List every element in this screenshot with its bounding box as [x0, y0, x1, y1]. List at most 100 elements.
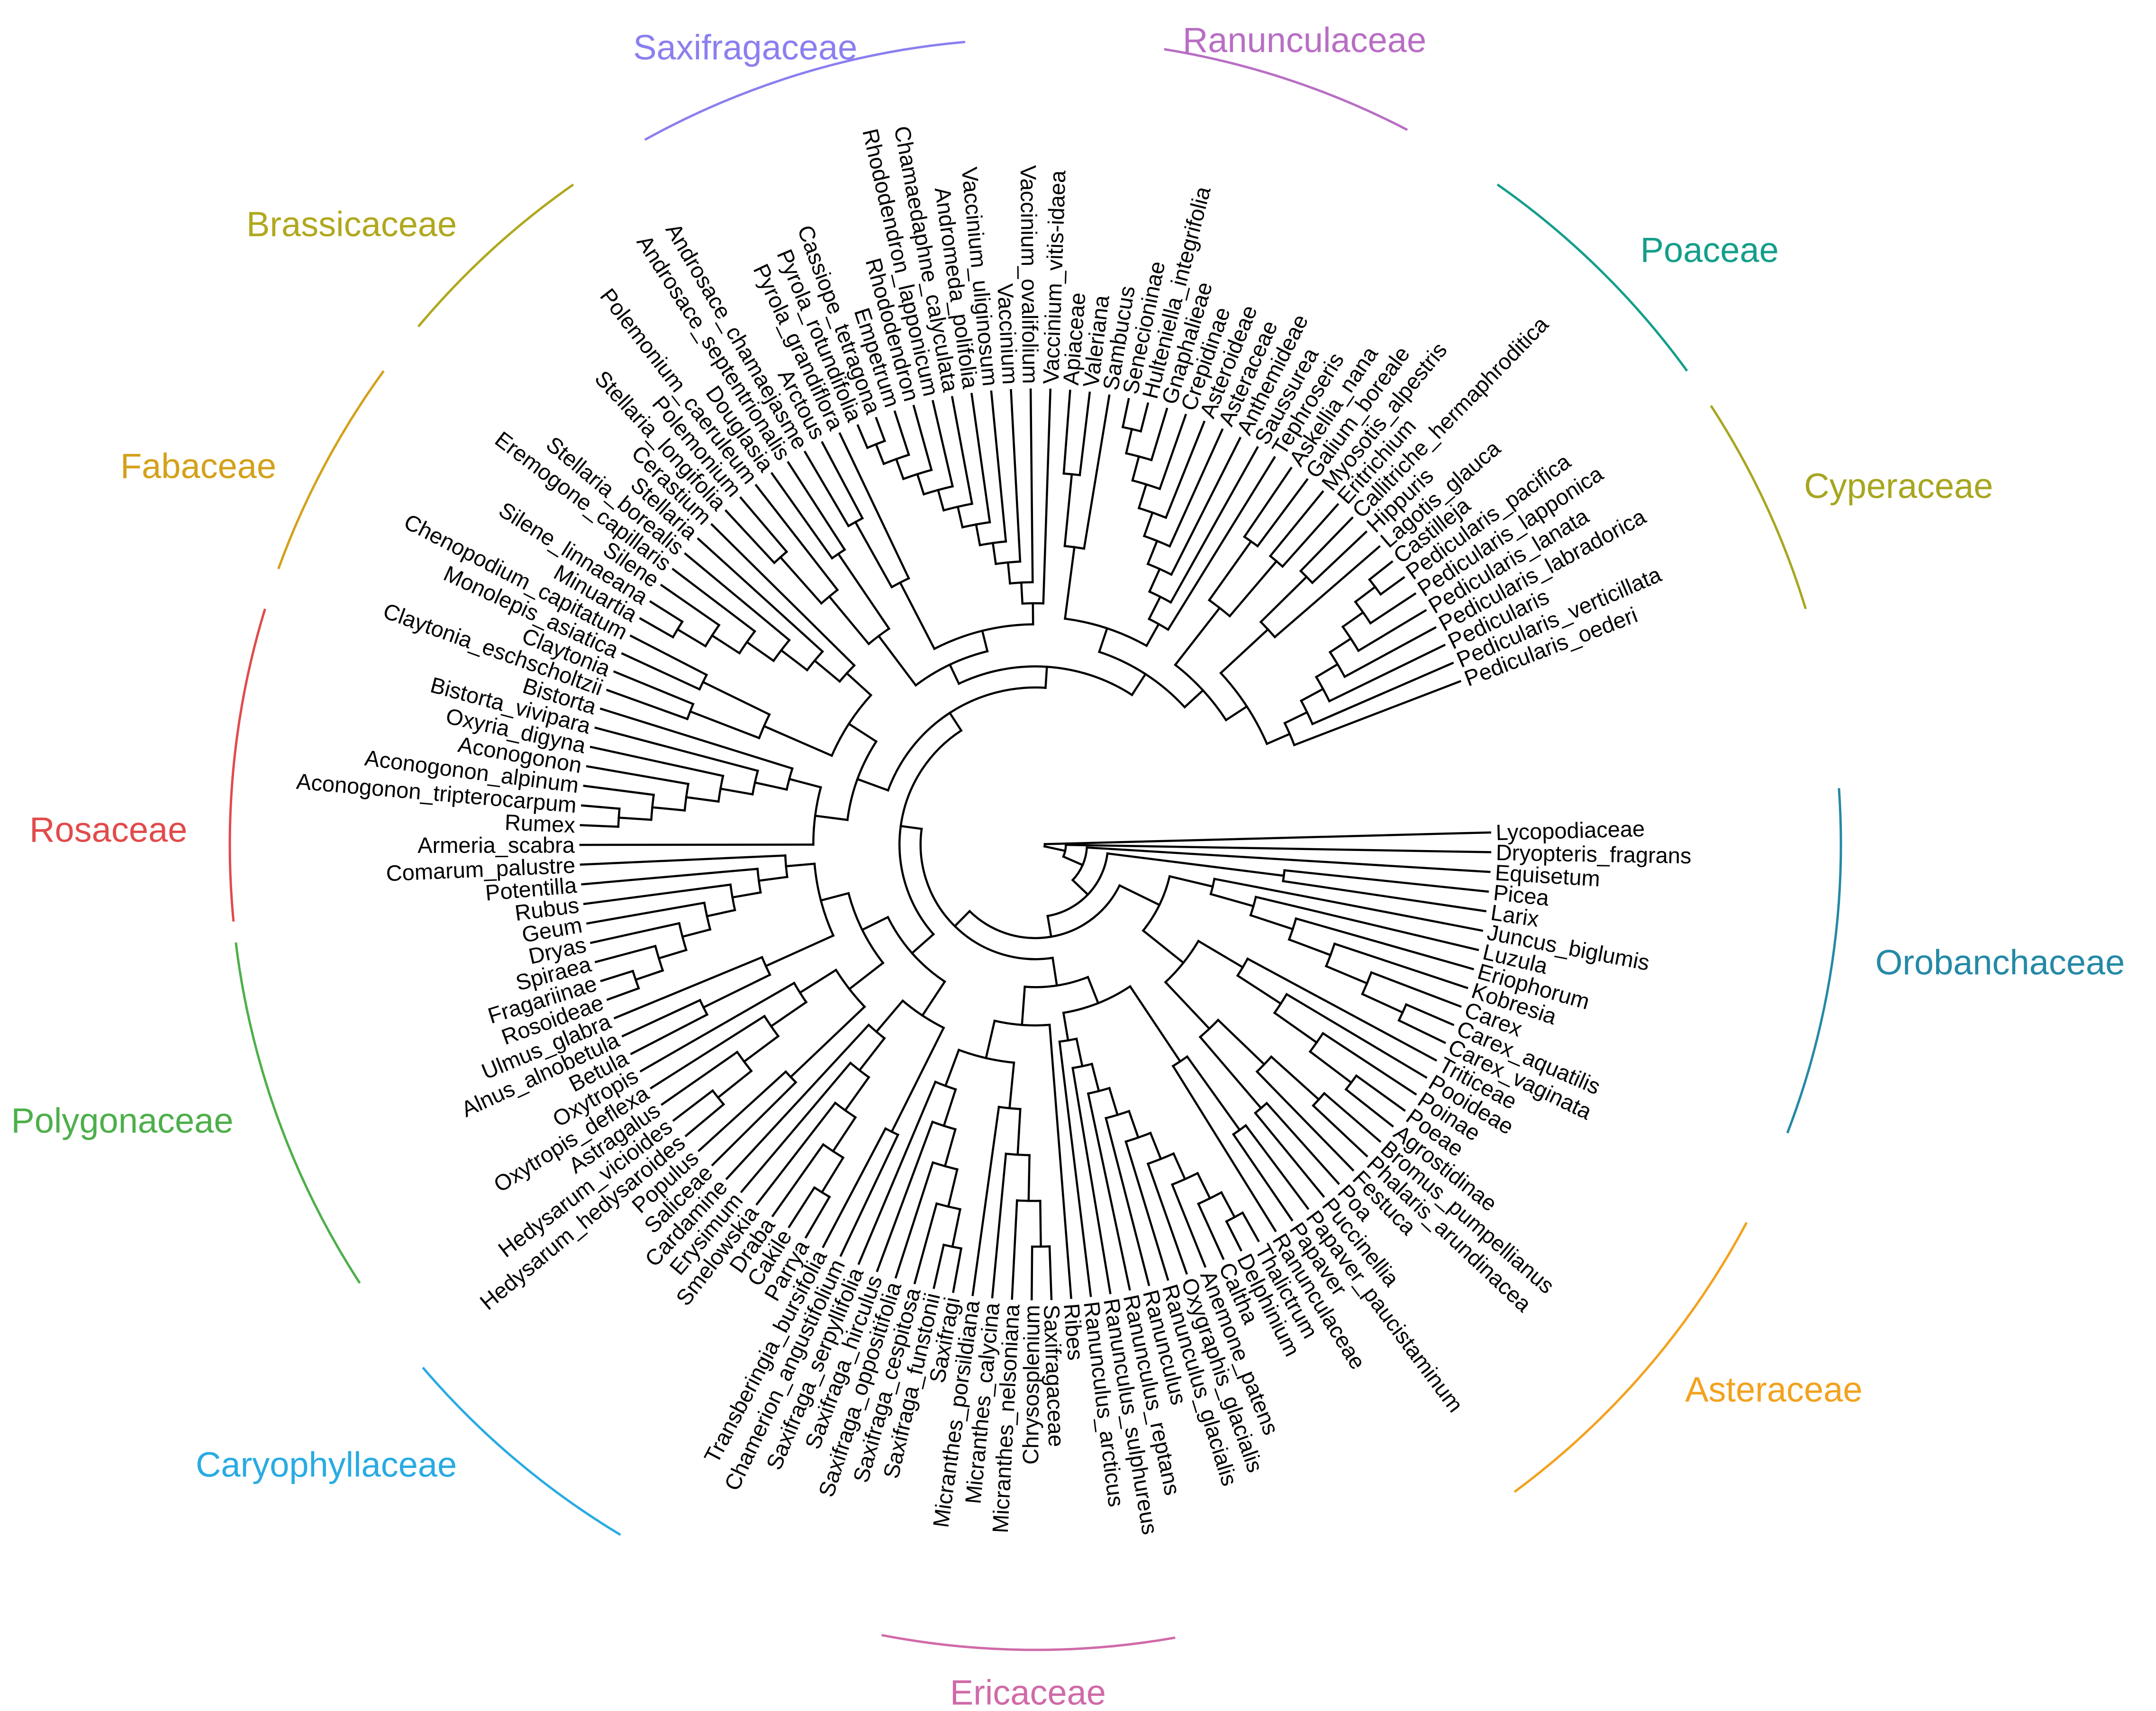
- branch: [1269, 1055, 1321, 1101]
- branch: [1043, 831, 1492, 845]
- branch: [629, 634, 708, 677]
- branch: [1046, 914, 1052, 938]
- branch: [991, 542, 997, 565]
- branch: [804, 1195, 831, 1239]
- branch: [1062, 389, 1071, 475]
- branch: [594, 944, 657, 963]
- branch: [1097, 627, 1109, 653]
- branch: [711, 1080, 797, 1167]
- branch: [580, 824, 620, 828]
- family-label: Orobanchaceae: [1875, 943, 2125, 982]
- branch: [586, 765, 690, 786]
- branch: [990, 390, 1007, 543]
- branch: [951, 1208, 961, 1248]
- branch: [1323, 1092, 1382, 1143]
- branch: [651, 806, 686, 812]
- branch: [688, 710, 761, 740]
- branch: [1282, 880, 1487, 913]
- branch: [1058, 1040, 1092, 1297]
- branch: [1148, 567, 1161, 593]
- branch: [676, 628, 707, 648]
- branch: [764, 934, 835, 968]
- branch: [1169, 446, 1259, 604]
- branch: [893, 410, 910, 456]
- family-label: Poaceae: [1640, 230, 1779, 270]
- family-arc: [1164, 48, 1408, 131]
- family-arc: [1786, 788, 1842, 1134]
- branch: [1216, 1018, 1266, 1066]
- branch: [785, 862, 816, 868]
- branch: [1246, 957, 1438, 1062]
- branch: [1368, 560, 1394, 581]
- family-arc: [277, 370, 385, 570]
- branch: [916, 472, 925, 496]
- branch: [1020, 581, 1024, 605]
- tip-label: Dryopteris_fragrans: [1495, 840, 1692, 868]
- family-arc: [1496, 183, 1688, 372]
- family-label: Ranunculaceae: [1183, 20, 1426, 60]
- tree-branches: [579, 388, 1492, 1301]
- branch: [1168, 875, 1214, 888]
- branch: [910, 932, 935, 955]
- branch: [1197, 1202, 1225, 1260]
- branch: [1147, 595, 1162, 621]
- family-label: Asteraceae: [1685, 1370, 1862, 1409]
- branch: [948, 711, 963, 732]
- branch: [1086, 846, 1491, 873]
- branch: [1010, 389, 1022, 563]
- branch: [798, 968, 838, 995]
- branch: [621, 652, 701, 691]
- branch: [1243, 466, 1293, 539]
- branch: [1146, 539, 1159, 566]
- family-arc: [1710, 405, 1807, 609]
- branch: [697, 537, 824, 653]
- branch: [1287, 938, 1332, 957]
- branch: [875, 999, 905, 1033]
- tip-label: Rumex: [504, 809, 576, 837]
- branch: [1016, 1108, 1022, 1156]
- node-arc: [898, 729, 963, 936]
- tip-label: Picea: [1492, 880, 1550, 911]
- branch: [975, 523, 981, 547]
- branch: [1354, 585, 1377, 604]
- branch: [837, 552, 891, 630]
- family-arc: [417, 183, 574, 327]
- branch: [589, 745, 725, 778]
- branch: [1121, 398, 1130, 429]
- branch: [1071, 1067, 1112, 1295]
- branch: [1312, 1104, 1368, 1158]
- family-arc: [235, 942, 361, 1284]
- branch: [725, 509, 776, 564]
- branch: [770, 1000, 808, 1028]
- branch: [1299, 516, 1354, 573]
- branch: [660, 583, 721, 627]
- branch: [586, 901, 706, 925]
- branch: [1006, 561, 1011, 585]
- branch: [854, 520, 893, 589]
- branch: [845, 671, 873, 697]
- branch: [1064, 546, 1076, 620]
- branch: [1021, 986, 1026, 1026]
- family-label: Caryophyllaceae: [196, 1445, 457, 1485]
- branch: [820, 1156, 845, 1194]
- branch: [1051, 956, 1058, 987]
- branch: [981, 629, 989, 653]
- branch: [1220, 1191, 1236, 1219]
- branch: [1355, 1074, 1406, 1112]
- branch: [672, 1089, 715, 1122]
- branch: [1071, 878, 1089, 896]
- branch: [848, 961, 885, 991]
- branch: [685, 796, 720, 803]
- branch: [671, 568, 757, 633]
- branch: [1379, 576, 1405, 596]
- branch: [788, 1186, 816, 1229]
- branch: [1011, 1199, 1018, 1300]
- branch: [813, 659, 842, 683]
- branch: [1397, 1019, 1447, 1044]
- branch: [1170, 1183, 1207, 1268]
- branch: [657, 949, 688, 960]
- branch: [634, 969, 664, 981]
- branch: [1127, 1110, 1140, 1139]
- tip-labels: LycopodiaceaeDryopteris_fragransEquisetu…: [295, 124, 1692, 1537]
